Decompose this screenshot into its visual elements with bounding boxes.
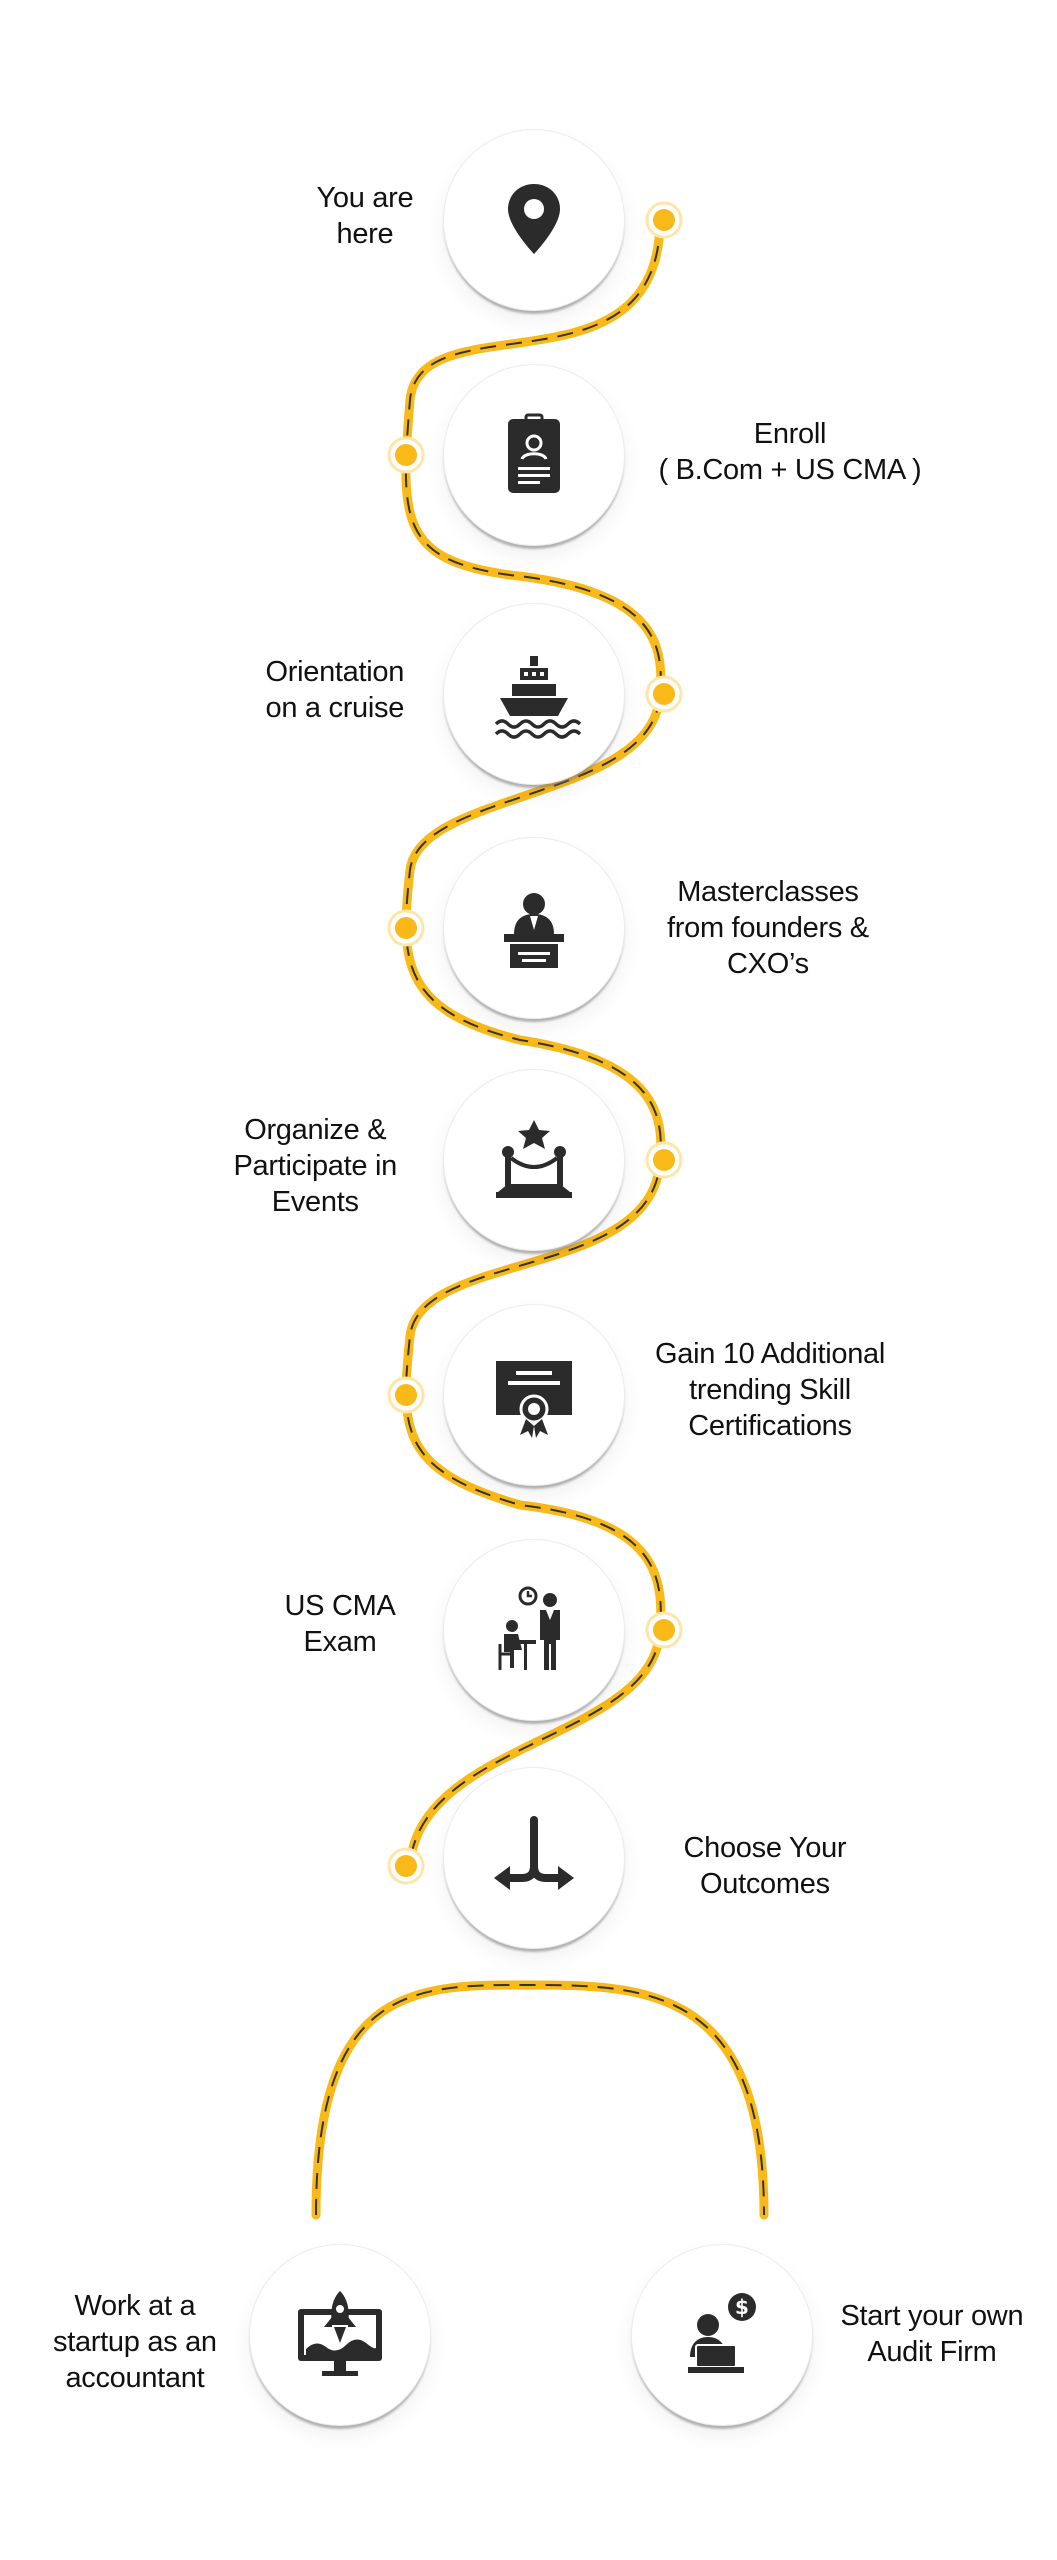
id-card-icon <box>486 407 582 503</box>
label-line: Organize & <box>244 1114 387 1146</box>
path-dot-3 <box>653 683 675 705</box>
path-dot-7 <box>653 1619 675 1641</box>
label-line: Certifications <box>688 1410 852 1442</box>
outcome-label-1: Work at a startup as an accountant <box>53 2288 217 2396</box>
label-line: Participate in <box>233 1150 398 1182</box>
label-line: trending Skill <box>689 1374 851 1406</box>
audit-firm-icon: $ <box>674 2287 770 2383</box>
label-line: Exam <box>303 1626 377 1658</box>
label-line: Outcomes <box>700 1868 830 1900</box>
step-node-4 <box>443 837 625 1019</box>
step-node-7 <box>443 1539 625 1721</box>
outcome-node-1 <box>249 2244 431 2426</box>
step-node-8 <box>443 1767 625 1949</box>
label-line: accountant <box>65 2362 205 2394</box>
label-line: Events <box>271 1186 359 1218</box>
label-line: Choose Your <box>683 1832 847 1864</box>
event-stage-icon <box>486 1112 582 1208</box>
label-line: on a cruise <box>265 692 405 724</box>
step-node-1 <box>443 129 625 311</box>
step-label-2: Enroll ( B.Com + US CMA ) <box>659 416 922 488</box>
label-line: startup as an <box>53 2326 217 2358</box>
label-line: Masterclasses <box>677 876 859 908</box>
label-line: Gain 10 Additional <box>655 1338 885 1370</box>
label-line: from founders & <box>667 912 869 944</box>
exam-icon <box>486 1582 582 1678</box>
outcome-node-2: $ <box>631 2244 813 2426</box>
step-label-7: US CMA Exam <box>285 1588 396 1660</box>
label-line: Work at a <box>74 2290 196 2322</box>
step-label-1: You are here <box>317 180 414 252</box>
label-line: US CMA <box>284 1590 396 1622</box>
svg-text:$: $ <box>735 2295 749 2319</box>
path-dot-6 <box>395 1384 417 1406</box>
step-node-5 <box>443 1069 625 1251</box>
winding-path-dashes <box>404 219 662 1866</box>
path-dot-5 <box>653 1149 675 1171</box>
label-line: ( B.Com + US CMA ) <box>658 454 922 486</box>
label-line: CXO’s <box>727 948 809 980</box>
step-node-3 <box>443 603 625 785</box>
step-label-4: Masterclasses from founders & CXO’s <box>667 874 869 982</box>
label-line: Orientation <box>265 656 405 688</box>
label-line: You are <box>316 182 414 214</box>
label-line: Audit Firm <box>867 2336 997 2368</box>
path-dot-2 <box>395 444 417 466</box>
step-node-6 <box>443 1304 625 1486</box>
path-dot-8 <box>395 1855 417 1877</box>
path-dot-1 <box>653 209 675 231</box>
label-line: Enroll <box>753 418 827 450</box>
certificate-icon <box>486 1347 582 1443</box>
outcome-arch-dashes <box>315 1983 765 2216</box>
map-pin-icon <box>486 172 582 268</box>
step-node-2 <box>443 364 625 546</box>
speaker-podium-icon <box>486 880 582 976</box>
label-line: here <box>336 218 394 250</box>
startup-rocket-icon <box>292 2287 388 2383</box>
cruise-ship-icon <box>486 646 582 742</box>
path-dot-4 <box>395 917 417 939</box>
path-dots <box>387 201 683 1885</box>
label-line: Start your own <box>840 2300 1024 2332</box>
step-label-5: Organize & Participate in Events <box>233 1112 398 1220</box>
split-arrows-icon <box>486 1810 582 1906</box>
step-label-3: Orientation on a cruise <box>266 654 405 726</box>
